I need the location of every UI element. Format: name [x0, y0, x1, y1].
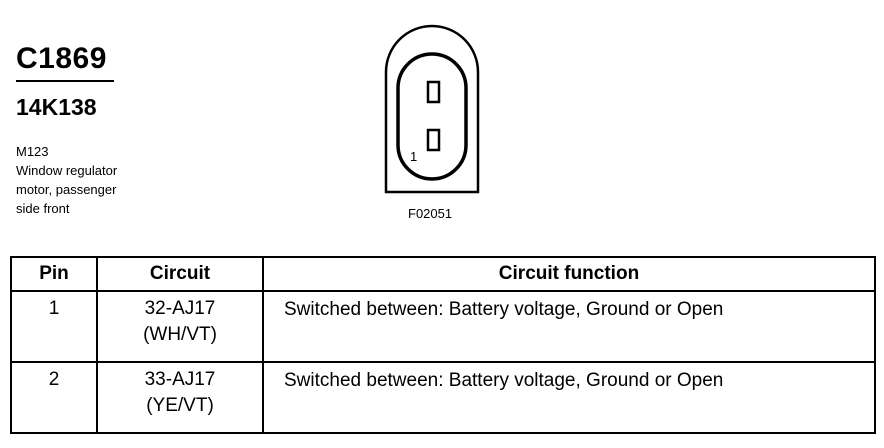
circuit-cell: 33-AJ17 (YE/VT) [96, 361, 264, 434]
pin-cell: 2 [10, 361, 98, 434]
function-cell: Switched between: Battery voltage, Groun… [262, 361, 876, 434]
pin-cell: 1 [10, 290, 98, 363]
description-line: M123 [16, 144, 49, 159]
table-header-row: Pin Circuit Circuit function [10, 256, 876, 292]
function-cell: Switched between: Battery voltage, Groun… [262, 290, 876, 363]
pin-1-marker: 1 [410, 149, 417, 164]
description-line: side front [16, 201, 70, 216]
connector-face-diagram: 1 [384, 24, 480, 194]
table-row: 1 32-AJ17 (WH/VT) Switched between: Batt… [10, 290, 876, 363]
circuit-column-header: Circuit [96, 256, 264, 292]
figure-code: F02051 [408, 206, 453, 221]
connector-description: M123 Window regulator motor, passenger s… [16, 142, 186, 218]
connector-outer-shell [384, 24, 480, 194]
function-column-header: Circuit function [262, 256, 876, 292]
wire-color: (WH/VT) [143, 324, 217, 345]
description-line: Window regulator [16, 163, 118, 178]
circuit-number: 33-AJ17 [144, 369, 216, 390]
table-row: 2 33-AJ17 (YE/VT) Switched between: Batt… [10, 361, 876, 434]
connector-id: C1869 [16, 42, 107, 75]
connector-inner-cavity [396, 52, 468, 181]
description-line: motor, passenger [16, 182, 117, 197]
circuit-number: 32-AJ17 [144, 298, 216, 319]
pin-column-header: Pin [10, 256, 98, 292]
pin-1-terminal [426, 128, 441, 152]
part-number: 14K138 [16, 94, 97, 120]
circuit-cell: 32-AJ17 (WH/VT) [96, 290, 264, 363]
pin-2-terminal [426, 80, 441, 104]
title-underline [16, 80, 114, 82]
wire-color: (YE/VT) [146, 395, 214, 416]
pinout-table: Pin Circuit Circuit function 1 32-AJ17 (… [10, 256, 876, 434]
